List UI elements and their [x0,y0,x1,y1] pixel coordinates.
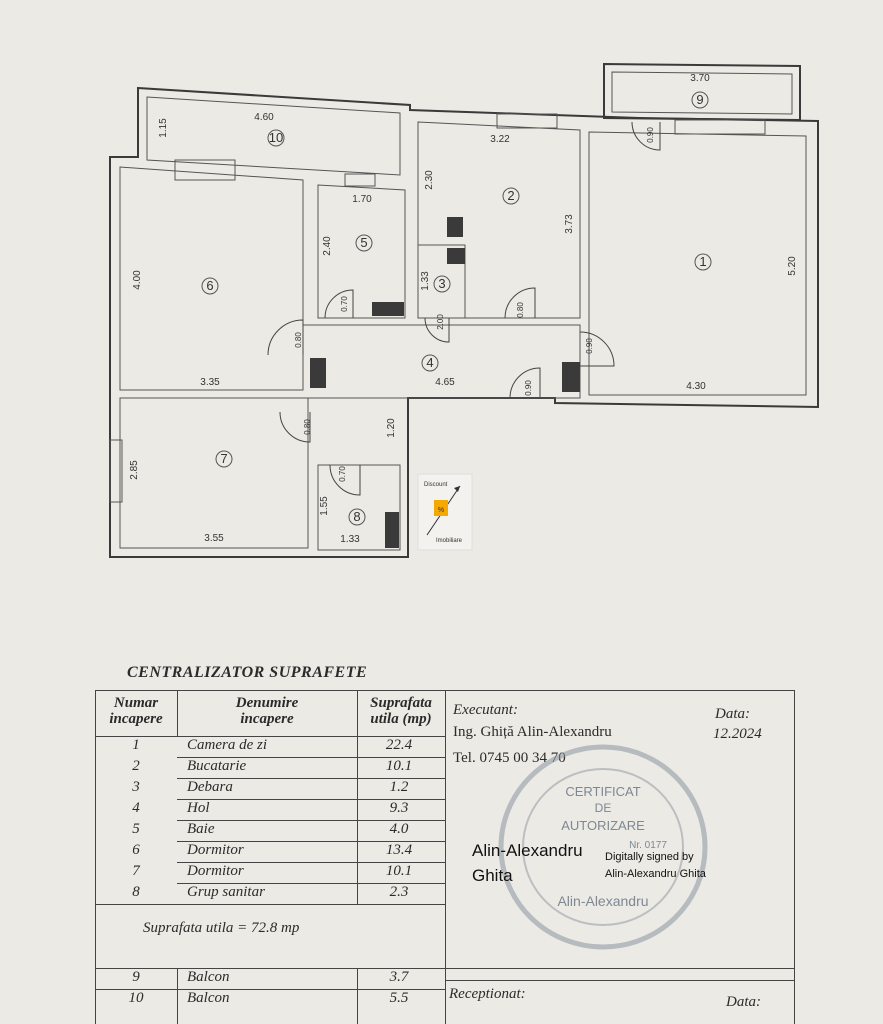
room-number: 10 [269,130,283,145]
dimension-label: 3.35 [200,377,220,388]
table-row: 7 Dormitor 10.1 [132,863,413,879]
dimension-label: 3.22 [490,134,510,145]
room-number: 8 [353,509,360,524]
dimension-label: 4.00 [132,270,143,290]
header-area: Suprafata utila (mp) [370,695,432,727]
dimension-label: 3.70 [690,73,710,84]
dimension-label: 1.70 [352,194,372,205]
dimension-label: 4.60 [254,112,274,123]
dimension-label: 1.55 [319,496,330,516]
authorization-stamp: CERTIFICAT DE AUTORIZARE Nr. 0177 Alin-A… [498,744,708,950]
room-number: 9 [696,92,703,107]
stamp-line: CERTIFICAT [565,784,640,799]
table-border [357,968,358,1024]
date-label-2: Data: [726,994,761,1010]
discount-imobiliare-logo: % Discount Imobiliare [417,473,473,551]
door-labels: 0.90 0.70 2.00 0.80 0.80 0.90 0.90 0.80 … [294,127,655,482]
dimension-label: 1.15 [158,118,169,138]
table-row: 9 Balcon 3.7 [132,969,409,985]
room-number: 6 [206,278,213,293]
dimension-labels: 4.60 1.15 3.22 3.70 2.30 3.73 5.20 1.70 … [129,73,798,545]
signature-signed-by: Digitally signed by [605,851,694,863]
door-label: 0.80 [516,302,525,318]
logo-bottom-text: Imobiliare [436,538,463,544]
door-label: 0.80 [303,419,312,435]
table-border [95,690,96,1024]
door-label: 0.70 [340,296,349,312]
table-border [445,690,446,1024]
door-label: 0.90 [646,127,655,143]
header-room-name: Denumire incapere [235,695,299,727]
dimension-label: 2.40 [322,236,333,256]
dimension-label: 4.65 [435,377,455,388]
stamp-line: AUTORIZARE [561,818,645,833]
plan-walls [109,62,819,558]
table-border [177,968,178,1024]
engineer-name: Ing. Ghiță Alin-Alexandru [453,724,612,740]
room-numbers: 1 2 3 4 5 6 7 8 9 10 [201,91,712,526]
dimension-label: 3.55 [204,533,224,544]
header-room-number: Numar incapere [109,695,163,727]
engineer-phone: Tel. 0745 00 34 70 [453,750,566,766]
room-number: 5 [360,235,367,250]
dimension-label: 3.73 [564,214,575,234]
table-border [445,980,795,981]
dimension-label: 2.85 [129,460,140,480]
table-row: 4 Hol 9.3 [132,800,409,816]
dimension-label: 5.20 [787,256,798,276]
dimension-label: 2.30 [424,170,435,190]
table-border [95,904,445,905]
room-number: 3 [438,276,445,291]
table-border [95,968,795,969]
plan-shafts [310,217,580,548]
dimension-label: 1.20 [386,418,397,438]
door-label: 0.90 [524,380,533,396]
summary-title: CENTRALIZATOR SUPRAFETE [127,664,368,681]
signature-signer: Alin-Alexandru Ghita [605,868,706,880]
door-label: 0.70 [338,466,347,482]
floor-plan: 1 2 3 4 5 6 7 8 9 10 4.60 1.15 3.22 3.70… [109,62,819,558]
table-row: 2 Bucatarie 10.1 [132,758,413,774]
table-border [794,690,795,1024]
executant-label: Executant: [453,702,518,718]
plan-doors [267,121,661,496]
table-border [177,690,178,736]
stamp-line: Nr. 0177 [629,840,667,851]
table-row: 8 Grup sanitar 2.3 [132,884,409,900]
logo-top-text: Discount [424,482,448,488]
room-number: 7 [220,451,227,466]
table-row: 6 Dormitor 13.4 [132,842,413,858]
table-border [357,690,358,904]
table-row: 3 Debara 1.2 [132,779,409,795]
summary-table: Numar incapere Denumire incapere Suprafa… [95,690,795,1024]
receptionat-label: Receptionat: [449,986,526,1002]
table-border [95,736,445,737]
date-value: 12.2024 [713,726,762,742]
room-number: 1 [699,254,706,269]
total-usable-area: Suprafata utila = 72.8 mp [143,920,300,936]
room-number: 4 [426,355,433,370]
logo-mark: % [438,507,444,514]
stamp-line: DE [595,801,612,815]
table-row: 5 Baie 4.0 [132,821,409,837]
table-row: 10 Balcon 5.5 [128,990,409,1006]
dimension-label: 1.33 [420,271,431,291]
door-label: 0.90 [585,338,594,354]
stamp-line: Alin-Alexandru [557,893,648,909]
date-label: Data: [715,706,750,722]
table-border [95,989,445,990]
door-label: 0.80 [294,332,303,348]
signature-name-2: Ghita [472,866,513,885]
table-row: 1 Camera de zi 22.4 [132,737,413,753]
dimension-label: 1.33 [340,534,360,545]
room-number: 2 [507,188,514,203]
signature-name-1: Alin-Alexandru [472,841,583,860]
dimension-label: 4.30 [686,381,706,392]
door-label: 2.00 [436,314,445,330]
